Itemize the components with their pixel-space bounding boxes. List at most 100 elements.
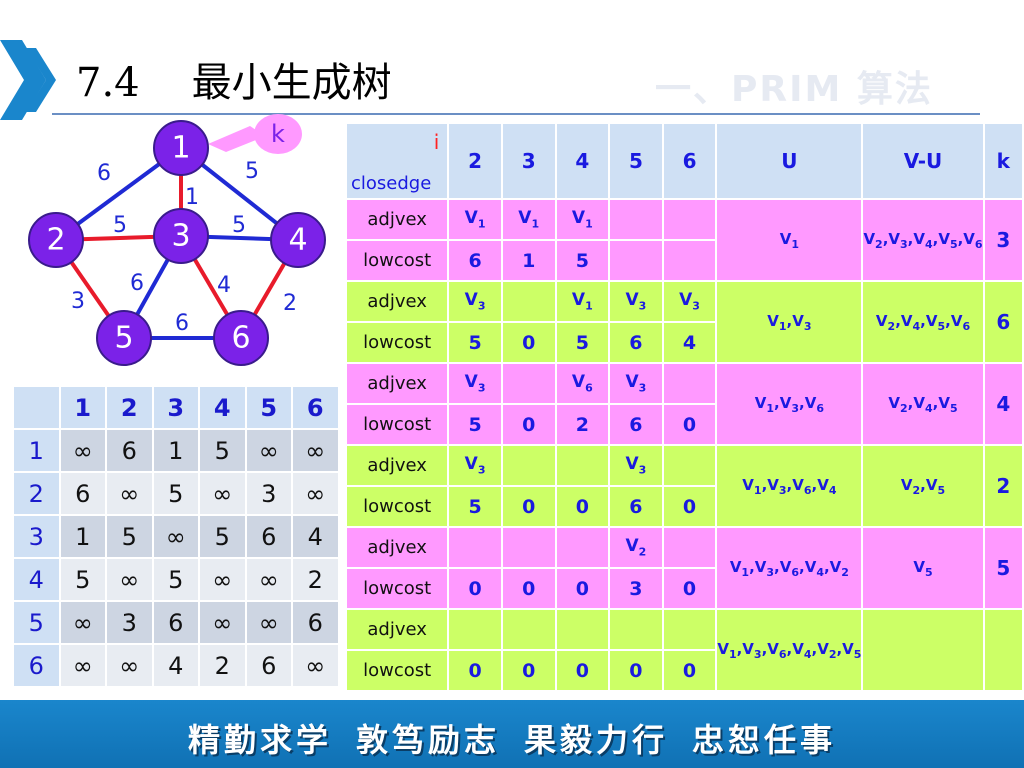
motto-1: 精勤求学 — [187, 721, 332, 759]
prim-k-cell: 3 — [984, 200, 1022, 280]
matrix-cell: ∞ — [246, 430, 291, 471]
matrix-cell: 3 — [107, 602, 152, 643]
matrix-col-header: 1 — [60, 387, 105, 428]
matrix-cell: ∞ — [293, 473, 338, 514]
prim-vu-cell: V2,V3,V4,V5,V6 — [863, 200, 983, 280]
prim-adjvex-cell: V3 — [449, 282, 501, 321]
footer-motto: 精勤求学敦笃励志果毅力行忠恕任事 — [0, 715, 1024, 761]
matrix-cell: 5 — [153, 559, 198, 600]
prim-adjvex-cell — [502, 446, 555, 485]
prim-lowcost-cell: 0 — [556, 651, 609, 690]
prim-corner-closedge: closedge — [351, 173, 432, 194]
matrix-cell: 6 — [246, 516, 291, 557]
k-label: k — [271, 120, 285, 148]
matrix-row-header: 4 — [14, 559, 59, 600]
prim-col-header: 3 — [502, 124, 555, 198]
prim-vu-cell — [863, 610, 983, 690]
prim-corner-i: i — [433, 130, 440, 154]
prim-adjvex-cell — [556, 528, 609, 567]
matrix-col-header: 5 — [246, 387, 291, 428]
prim-lowcost-cell: 4 — [663, 323, 716, 362]
section-subtitle: 一、PRIM 算法 — [655, 69, 933, 110]
prim-row-label: lowcost — [347, 651, 448, 690]
title-text: 最小生成树 — [191, 60, 392, 106]
prim-lowcost-cell: 0 — [502, 487, 555, 526]
matrix-col-header: 4 — [200, 387, 245, 428]
prim-adjvex-cell: V2 — [610, 528, 662, 567]
edge-weight-5-6: 6 — [175, 311, 189, 336]
matrix-cell: ∞ — [107, 473, 152, 514]
matrix-cell: 6 — [107, 430, 152, 471]
matrix-cell: ∞ — [153, 516, 198, 557]
matrix-cell: ∞ — [107, 645, 152, 686]
edge-weight-2-3: 5 — [113, 213, 127, 238]
prim-col-header: U — [717, 124, 862, 198]
prim-u-cell: V1,V3,V6,V4 — [717, 446, 862, 526]
chevron-icon — [0, 40, 56, 120]
matrix-cell: 6 — [246, 645, 291, 686]
prim-lowcost-cell: 6 — [449, 241, 501, 280]
prim-k-cell: 4 — [984, 364, 1022, 444]
matrix-cell: ∞ — [107, 559, 152, 600]
prim-adjvex-cell: V3 — [449, 364, 501, 403]
matrix-col-header: 6 — [293, 387, 338, 428]
edge-weight-3-5: 6 — [130, 271, 144, 296]
matrix-cell: 3 — [246, 473, 291, 514]
prim-col-header: 6 — [663, 124, 716, 198]
prim-adjvex-cell — [610, 610, 662, 649]
matrix-cell: 6 — [60, 473, 105, 514]
prim-u-cell: V1,V3,V6,V4,V2 — [717, 528, 862, 608]
matrix-cell: ∞ — [200, 559, 245, 600]
matrix-row-header: 1 — [14, 430, 59, 471]
edge-weight-3-6: 4 — [217, 273, 231, 298]
edge-weight-1-4: 5 — [245, 159, 259, 184]
prim-lowcost-cell: 5 — [449, 405, 501, 444]
matrix-cell: ∞ — [246, 559, 291, 600]
title-underline — [52, 113, 980, 115]
prim-lowcost-cell: 6 — [610, 487, 662, 526]
prim-adjvex-cell: V3 — [449, 446, 501, 485]
prim-col-header: 4 — [556, 124, 609, 198]
prim-lowcost-cell — [610, 241, 662, 280]
prim-lowcost-cell: 0 — [663, 651, 716, 690]
prim-row-label: lowcost — [347, 405, 448, 444]
matrix-col-header: 3 — [153, 387, 198, 428]
prim-k-cell: 5 — [984, 528, 1022, 608]
footer-bar — [0, 700, 1024, 768]
prim-lowcost-cell: 0 — [663, 405, 716, 444]
prim-lowcost-cell: 5 — [449, 323, 501, 362]
matrix-cell: ∞ — [200, 602, 245, 643]
prim-lowcost-cell: 5 — [556, 241, 609, 280]
motto-3: 果毅力行 — [524, 721, 669, 759]
prim-lowcost-cell: 6 — [610, 323, 662, 362]
prim-vu-cell: V2,V4,V5,V6 — [863, 282, 983, 362]
edge-weight-4-6: 2 — [283, 291, 297, 316]
prim-lowcost-cell: 0 — [610, 651, 662, 690]
matrix-row-header: 5 — [14, 602, 59, 643]
prim-u-cell: V1 — [717, 200, 862, 280]
node-5 — [96, 310, 152, 366]
k-bubble — [254, 114, 302, 154]
matrix-cell: 2 — [293, 559, 338, 600]
prim-row-label: lowcost — [347, 323, 448, 362]
matrix-cell: 5 — [60, 559, 105, 600]
prim-lowcost-cell: 0 — [449, 651, 501, 690]
node-6 — [213, 310, 269, 366]
prim-adjvex-cell: V1 — [449, 200, 501, 239]
prim-lowcost-cell: 0 — [502, 651, 555, 690]
matrix-row-header: 6 — [14, 645, 59, 686]
